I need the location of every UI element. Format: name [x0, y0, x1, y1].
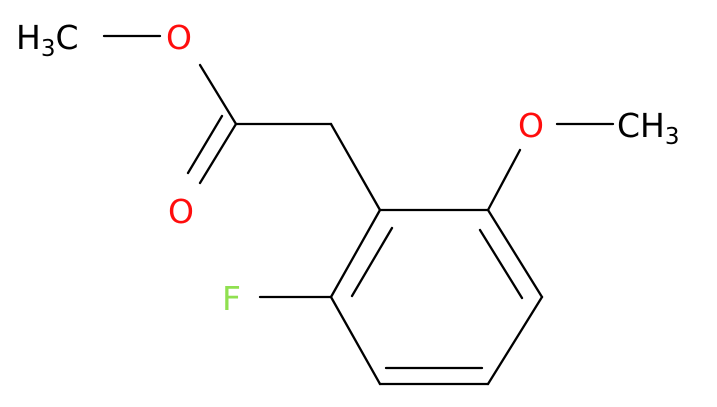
bond-carbonyl-double-2 — [186, 114, 224, 175]
ring-bond-2-inner — [478, 228, 524, 300]
atom-methoxy-methyl: CH3 — [617, 106, 680, 150]
atom-ester-oxygen: O — [166, 18, 192, 57]
bonds — [102, 34, 615, 386]
atom-carbonyl-oxygen: O — [168, 192, 194, 231]
bond-ester-oxygen-carbonyl-carbon — [198, 63, 238, 126]
ring-bond-5 — [329, 295, 382, 386]
bond-ring-methoxy-oxygen — [486, 148, 522, 212]
ring-bond-3 — [486, 295, 544, 386]
atom-methoxy-oxygen: O — [518, 106, 544, 145]
bond-ch2-ring — [329, 122, 382, 212]
atom-methyl-ester: H3C — [16, 18, 79, 62]
ring-bond-6-inner — [350, 226, 394, 298]
bond-carbonyl-double-1 — [198, 122, 238, 185]
atom-fluorine: F — [222, 279, 241, 318]
ring-bond-2 — [486, 208, 544, 299]
ring-bond-6 — [329, 208, 382, 299]
